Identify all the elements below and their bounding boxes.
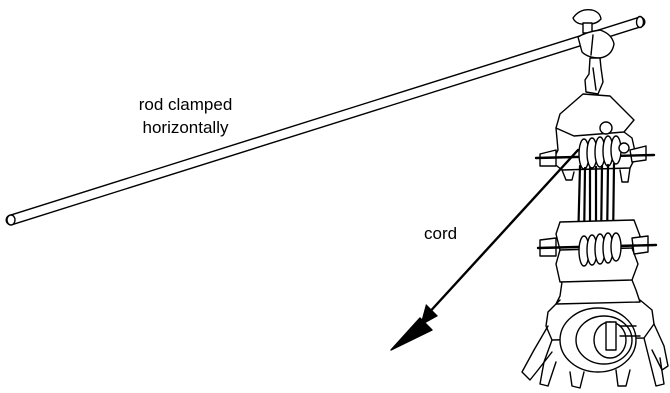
hanging-weight [521,299,669,389]
lower-pulley-block [536,219,658,305]
rod-label-line2: horizontally [142,118,229,137]
upper-pulley-block [534,93,656,183]
rod-label-line1: rod clamped [138,95,233,114]
rod-clamp [572,8,615,95]
rod [5,15,646,226]
cord-label: cord [424,224,458,243]
cord-arrow [390,148,580,351]
